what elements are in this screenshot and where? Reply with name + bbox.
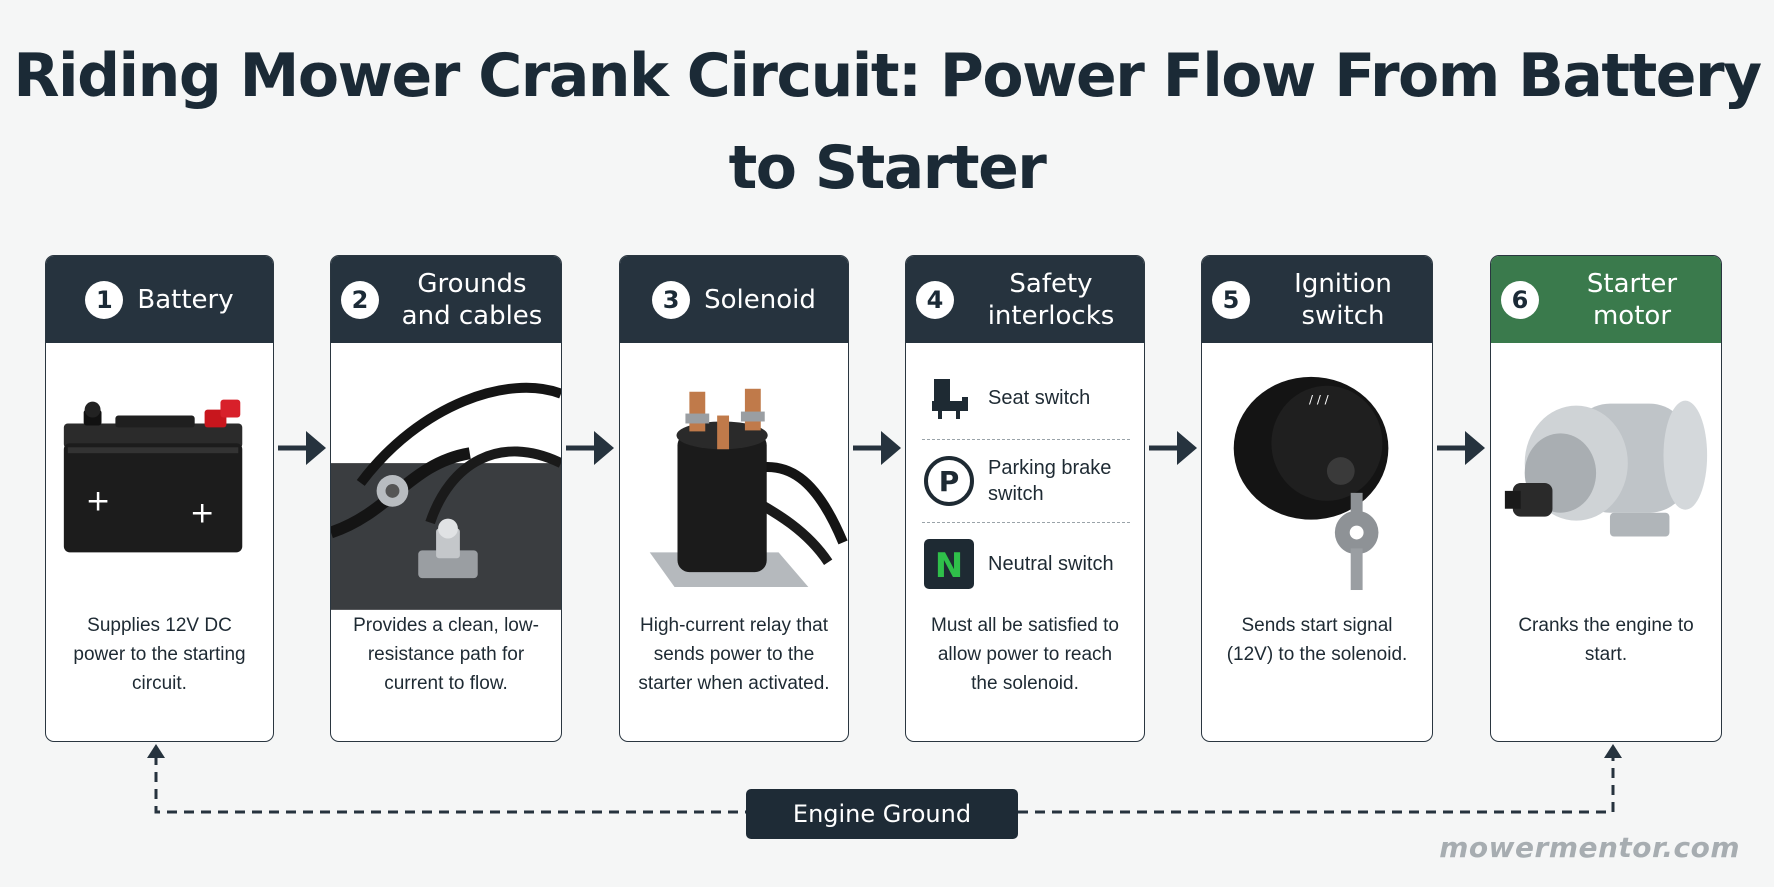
starter-illustration <box>1491 343 1721 611</box>
page-title: Riding Mower Crank Circuit: Power Flow F… <box>13 41 1762 203</box>
step-number: 4 <box>916 280 954 319</box>
step-description: Cranks the engine to start. <box>1518 615 1694 665</box>
step-header: 1 Battery <box>46 256 273 343</box>
solenoid-illustration <box>620 343 848 611</box>
svg-text:/ / /: / / / <box>1309 393 1329 407</box>
starter-motor-icon <box>1504 400 1708 537</box>
step-description: Sends start signal (12V) to the solenoid… <box>1226 615 1408 665</box>
ground-arrowhead-icon <box>147 744 165 758</box>
step-card-interlocks: 4 Safety interlocks Seat switch P Parkin… <box>905 255 1145 742</box>
ground-arrowhead-icon <box>1604 744 1622 758</box>
step-description: Supplies 12V DC power to the starting ci… <box>73 615 246 694</box>
step-header: 5 Ignition switch <box>1202 256 1432 343</box>
engine-ground-label: Engine Ground <box>746 789 1018 839</box>
step-title: Grounds and cables <box>401 268 543 331</box>
ignition-illustration: / / / <box>1202 343 1432 611</box>
step-title: Starter motor <box>1586 268 1678 331</box>
step-card-battery: 1 Battery + + Supplies 12V DC power to t… <box>45 255 274 742</box>
step-number: 1 <box>85 280 124 319</box>
parking-brake-icon: P <box>924 456 974 506</box>
step-number: 5 <box>1212 280 1250 319</box>
watermark: mowermentor.com <box>1439 831 1740 864</box>
step-header: 6 Starter motor <box>1491 256 1721 343</box>
neutral-icon: N <box>924 539 974 589</box>
interlock-label: Parking brake switch <box>988 457 1112 505</box>
step-card-starter: 6 Starter motor Cranks the engine to sta… <box>1490 255 1722 742</box>
step-number: 2 <box>341 280 379 319</box>
step-description: Provides a clean, low-resistance path fo… <box>353 615 539 694</box>
flow-arrow-icon <box>278 431 326 465</box>
step-header: 4 Safety interlocks <box>906 256 1144 343</box>
flow-arrow-icon <box>1149 431 1197 465</box>
step-title: Solenoid <box>704 284 816 315</box>
battery-illustration: + + <box>46 343 273 611</box>
flow-arrow-icon <box>853 431 901 465</box>
step-card-ignition: 5 Ignition switch / / / Sends start sign… <box>1201 255 1433 742</box>
cables-illustration <box>331 343 561 611</box>
step-header: 3 Solenoid <box>620 256 848 343</box>
step-number: 6 <box>1501 280 1539 319</box>
neutral-glyph: N <box>935 546 963 586</box>
interlock-list: Seat switch P Parking brake switch N Neu… <box>906 343 1144 611</box>
step-card-solenoid: 3 Solenoid High-current relay that sends… <box>619 255 849 742</box>
ignition-key-icon: / / / <box>1233 376 1389 591</box>
interlock-item-parking-brake: P Parking brake switch <box>922 440 1130 523</box>
interlock-label: Seat switch <box>988 387 1091 409</box>
solenoid-icon <box>649 388 848 588</box>
interlock-item-neutral: N Neutral switch <box>922 523 1130 605</box>
step-header: 2 Grounds and cables <box>331 256 561 343</box>
step-title: Ignition switch <box>1294 268 1392 331</box>
interlock-label: Neutral switch <box>988 553 1114 575</box>
step-card-grounds: 2 Grounds and cables Provides a clean, l… <box>330 255 562 742</box>
svg-text:+: + <box>190 496 215 531</box>
step-description: Must all be satisfied to allow power to … <box>931 615 1119 694</box>
seat-icon <box>932 379 968 419</box>
parking-brake-glyph: P <box>939 465 960 498</box>
cable-icon <box>331 382 561 610</box>
svg-text:+: + <box>86 484 111 519</box>
step-title: Battery <box>137 284 234 315</box>
step-number: 3 <box>652 280 691 319</box>
step-description: High-current relay that sends power to t… <box>638 615 830 694</box>
step-title: Safety interlocks <box>987 268 1115 331</box>
interlock-item-seat: Seat switch <box>922 357 1130 440</box>
battery-icon: + + <box>63 399 243 553</box>
flow-arrow-icon <box>1437 431 1485 465</box>
flow-arrow-icon <box>566 431 614 465</box>
